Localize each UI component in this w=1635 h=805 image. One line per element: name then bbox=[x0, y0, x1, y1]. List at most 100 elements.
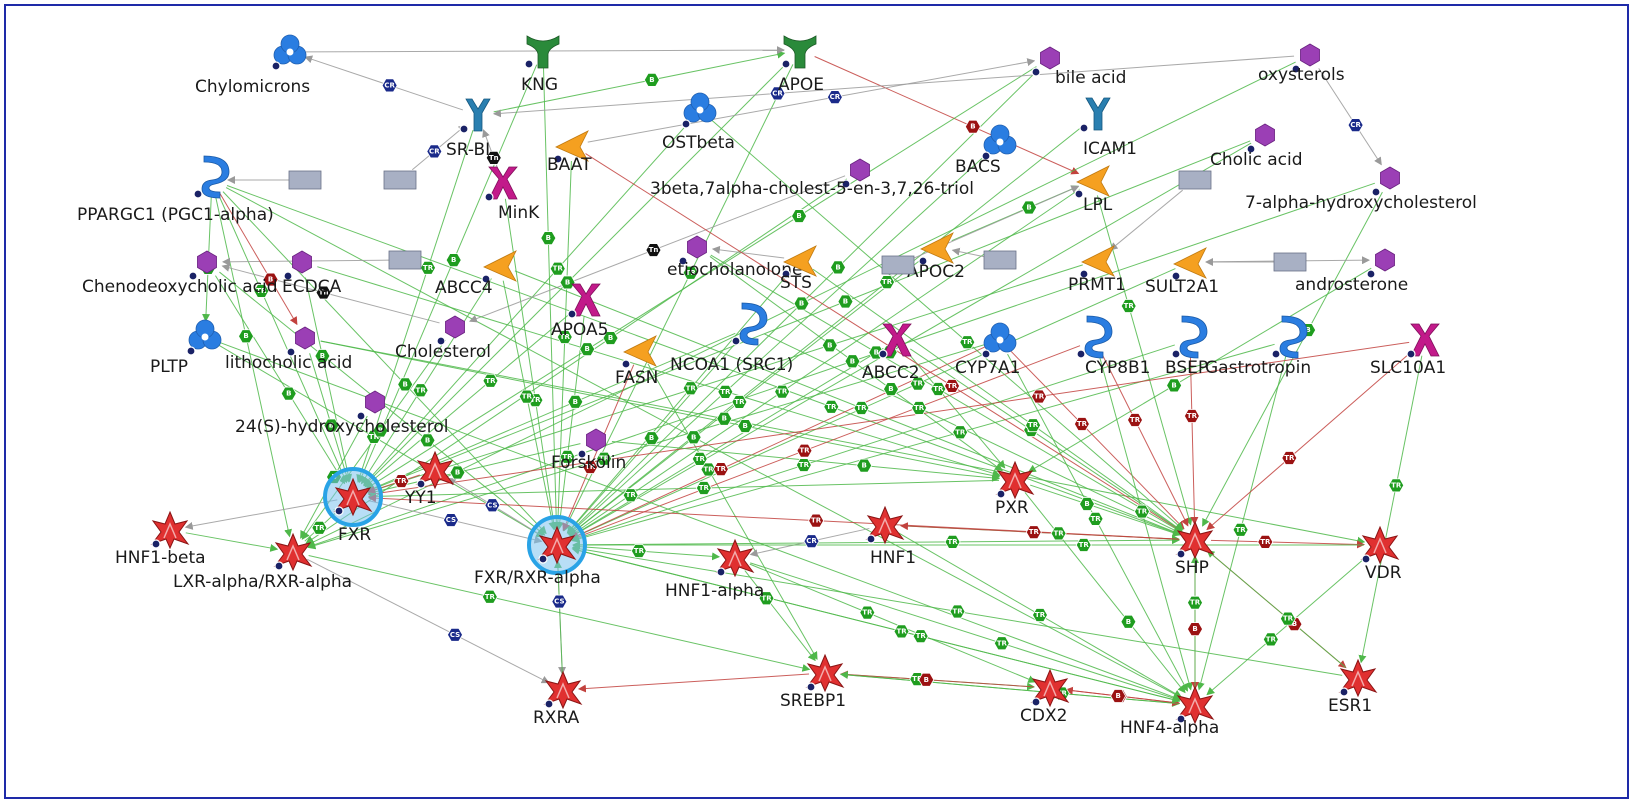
node-srbi[interactable]: SR-BI bbox=[446, 98, 491, 160]
node-chylo[interactable]: Chylomicrons bbox=[195, 34, 310, 97]
svg-text:B: B bbox=[888, 385, 893, 393]
node-baat[interactable]: BAAT bbox=[547, 130, 592, 175]
node-yy1[interactable]: YY1 bbox=[404, 450, 455, 508]
node-hnf1a[interactable]: HNF1-alpha bbox=[665, 538, 764, 601]
node-esr1[interactable]: ESR1 bbox=[1328, 658, 1378, 716]
node-r4[interactable] bbox=[983, 250, 1017, 270]
node-hnf1[interactable]: HNF1 bbox=[865, 505, 916, 568]
node-abcc4[interactable]: ABCC4 bbox=[435, 250, 517, 298]
edge-badge: Tn bbox=[315, 285, 332, 300]
node-forsk[interactable]: Forskolin bbox=[551, 428, 626, 473]
node-r5[interactable] bbox=[1178, 170, 1212, 190]
node-apoe[interactable]: APOE bbox=[778, 35, 824, 95]
edge-gastro-fxrrxr bbox=[571, 343, 1275, 543]
node-cholic[interactable]: Cholic acid bbox=[1210, 123, 1303, 170]
node-cyp7a1[interactable]: CYP7A1 bbox=[955, 322, 1020, 378]
node-litho[interactable]: lithocholic acid bbox=[225, 326, 352, 373]
node-ahc7[interactable]: 7-alpha-hydroxycholesterol bbox=[1245, 166, 1477, 213]
node-shp[interactable]: SHP bbox=[1175, 520, 1215, 578]
node-oxy[interactable]: oxysterols bbox=[1258, 43, 1345, 85]
node-ecdca[interactable]: ECDCA bbox=[282, 250, 342, 297]
node-lpl[interactable]: LPL bbox=[1074, 165, 1113, 215]
enzyme-icon bbox=[1173, 247, 1207, 279]
node-andro[interactable]: androsterone bbox=[1295, 248, 1408, 295]
node-label: lithocholic acid bbox=[225, 353, 352, 373]
node-r1[interactable] bbox=[288, 170, 322, 190]
edge-cdca-fxr bbox=[215, 275, 346, 485]
node-prmt1[interactable]: PRMT1 bbox=[1068, 245, 1126, 295]
node-ncoa1[interactable]: NCOA1 (SRC1) bbox=[670, 302, 793, 375]
node-r6[interactable] bbox=[881, 255, 915, 275]
node-cdx2[interactable]: CDX2 bbox=[1020, 668, 1070, 726]
edge-ppargc1-hnf4a bbox=[225, 187, 1182, 698]
node-fasn[interactable]: FASN bbox=[615, 335, 658, 388]
node-mink[interactable]: MinK bbox=[484, 166, 540, 223]
node-bile[interactable]: bile acid bbox=[1031, 46, 1126, 88]
node-ostb[interactable]: OSTbeta bbox=[662, 92, 735, 153]
node-chol[interactable]: Cholesterol bbox=[395, 315, 491, 362]
edge-badge: TR bbox=[952, 425, 969, 440]
node-srebp1[interactable]: SREBP1 bbox=[780, 653, 846, 711]
node-icam1[interactable]: ICAM1 bbox=[1079, 97, 1137, 159]
node-r3[interactable] bbox=[388, 250, 422, 270]
node-etio[interactable]: etiocholanolone bbox=[667, 235, 802, 280]
svg-text:TR: TR bbox=[716, 465, 727, 473]
edge-badge: B bbox=[445, 253, 462, 267]
complex-rect-icon bbox=[388, 250, 422, 270]
node-triol[interactable]: 3beta,7alpha-cholest-5-en-3,7,26-triol bbox=[650, 158, 974, 199]
transcription-factor-icon bbox=[1030, 668, 1070, 708]
node-gastro[interactable]: Gastrotropin bbox=[1205, 315, 1311, 378]
svg-text:TR: TR bbox=[686, 384, 697, 392]
edge-badge: B bbox=[323, 418, 340, 433]
node-abcc2[interactable]: ABCC2 bbox=[862, 323, 920, 383]
edge-ostb-fxr bbox=[363, 121, 690, 486]
edge-badge: TR bbox=[1257, 535, 1274, 549]
node-fxr[interactable]: FXR bbox=[323, 467, 383, 545]
node-cdca[interactable]: Chenodeoxycholic acid bbox=[82, 250, 278, 297]
edge-pxr-hnf4a bbox=[1024, 492, 1186, 694]
node-lxr[interactable]: LXR-alpha/RXR-alpha bbox=[173, 532, 352, 592]
node-apoa5[interactable]: APOA5 bbox=[551, 283, 608, 340]
svg-text:TR: TR bbox=[1283, 615, 1294, 623]
compound-icon bbox=[850, 158, 870, 182]
svg-text:B: B bbox=[970, 123, 975, 131]
node-hc24[interactable]: 24(S)-hydroxycholesterol bbox=[235, 390, 449, 437]
edge-badge: B bbox=[856, 458, 873, 473]
node-ppargc1[interactable]: PPARGC1 (PGC1-alpha) bbox=[77, 155, 274, 225]
edge-chol-cdca bbox=[221, 263, 440, 324]
svg-text:TR: TR bbox=[799, 447, 810, 455]
svg-text:TR: TR bbox=[952, 608, 963, 616]
node-kng[interactable]: KNG bbox=[521, 35, 560, 95]
edge-abcc2-pxr bbox=[906, 351, 1006, 469]
node-bacs[interactable]: BACS bbox=[955, 124, 1017, 177]
node-hnf4a[interactable]: HNF4-alpha bbox=[1120, 685, 1219, 738]
node-pxr[interactable]: PXR bbox=[995, 460, 1035, 518]
node-bsep[interactable]: BSEP bbox=[1165, 315, 1208, 378]
svg-text:TR: TR bbox=[1130, 416, 1141, 424]
edge-badge: TR bbox=[879, 275, 895, 289]
edge-cyp8b1-shp bbox=[1101, 354, 1189, 527]
svg-text:B: B bbox=[649, 76, 654, 84]
node-label: APOE bbox=[778, 75, 824, 95]
svg-text:B: B bbox=[320, 352, 325, 360]
edge-badge: TR bbox=[712, 462, 729, 477]
node-pltp[interactable]: PLTP bbox=[150, 319, 222, 377]
node-r2[interactable] bbox=[383, 170, 417, 190]
node-rxra[interactable]: RXRA bbox=[533, 670, 583, 728]
node-hnf1b[interactable]: HNF1-beta bbox=[115, 510, 206, 568]
edge-baat-fxrrxr bbox=[553, 160, 572, 531]
edge-badge: TR bbox=[808, 513, 825, 528]
node-cyp8b1[interactable]: CYP8B1 bbox=[1076, 315, 1151, 378]
node-label: CDX2 bbox=[1020, 706, 1067, 726]
node-fxrrxr[interactable]: FXR/RXR-alpha bbox=[474, 515, 601, 588]
svg-text:TR: TR bbox=[703, 466, 714, 474]
node-apoc2[interactable]: APOC2 bbox=[907, 232, 965, 282]
svg-text:B: B bbox=[378, 427, 383, 435]
receptor-icon bbox=[1085, 97, 1111, 131]
node-slc10a1[interactable]: SLC10A1 bbox=[1370, 323, 1446, 378]
node-vdr[interactable]: VDR bbox=[1360, 525, 1402, 583]
svg-text:TR: TR bbox=[1190, 599, 1201, 607]
node-r7[interactable] bbox=[1273, 252, 1307, 272]
node-sult2a1[interactable]: SULT2A1 bbox=[1145, 247, 1219, 297]
node-sts[interactable]: STS bbox=[780, 245, 817, 293]
